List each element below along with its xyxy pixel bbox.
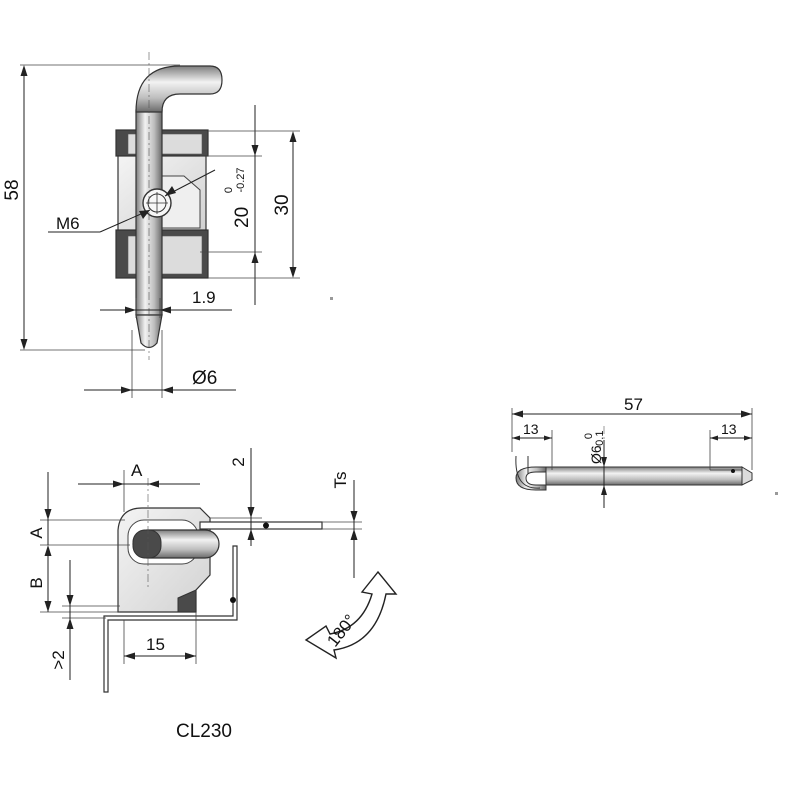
dim-slot-tol-lower: -0.27 [235, 167, 247, 192]
pin-dim-right: 13 [721, 421, 737, 437]
pin-dim-diameter: Ø6 [588, 445, 604, 464]
pin-view: 57 13 13 Ø6 0 -0.1 [511, 395, 778, 508]
front-pin-handle [135, 65, 223, 113]
dim-a-left: A [27, 527, 46, 539]
model-code: CL230 [176, 721, 232, 742]
pin-dim-length: 57 [624, 395, 643, 414]
pin-dim-tol-upper: 0 [583, 433, 595, 439]
dim-diameter: Ø6 [192, 368, 217, 389]
dim-b: B [27, 577, 46, 588]
pin-tip [741, 466, 753, 486]
dim-body-height: 30 [272, 194, 293, 215]
dim-width: 15 [146, 635, 165, 654]
dim-offset: 1.9 [192, 288, 216, 307]
dim-ts: Ts [331, 472, 350, 489]
dim-thread: M6 [56, 214, 80, 233]
dim-two: 2 [229, 457, 248, 466]
front-view: 58 M6 20 0 -0.27 30 1.9 [2, 52, 333, 398]
pin-dim-left: 13 [523, 421, 539, 437]
dim-a-top: A [131, 461, 143, 480]
dim-min: >2 [49, 650, 68, 669]
pin-hook [515, 466, 547, 491]
rotation-arrow-icon [304, 570, 398, 660]
side-door-panel [103, 545, 238, 693]
pin-dim-tol-lower: -0.1 [594, 431, 606, 450]
dim-slot-tol-upper: 0 [223, 187, 235, 193]
side-view: A A B >2 2 Ts [27, 448, 398, 742]
dim-overall-height: 58 [2, 179, 23, 200]
dim-slot: 20 [232, 207, 253, 228]
side-frame-panel [199, 521, 323, 530]
